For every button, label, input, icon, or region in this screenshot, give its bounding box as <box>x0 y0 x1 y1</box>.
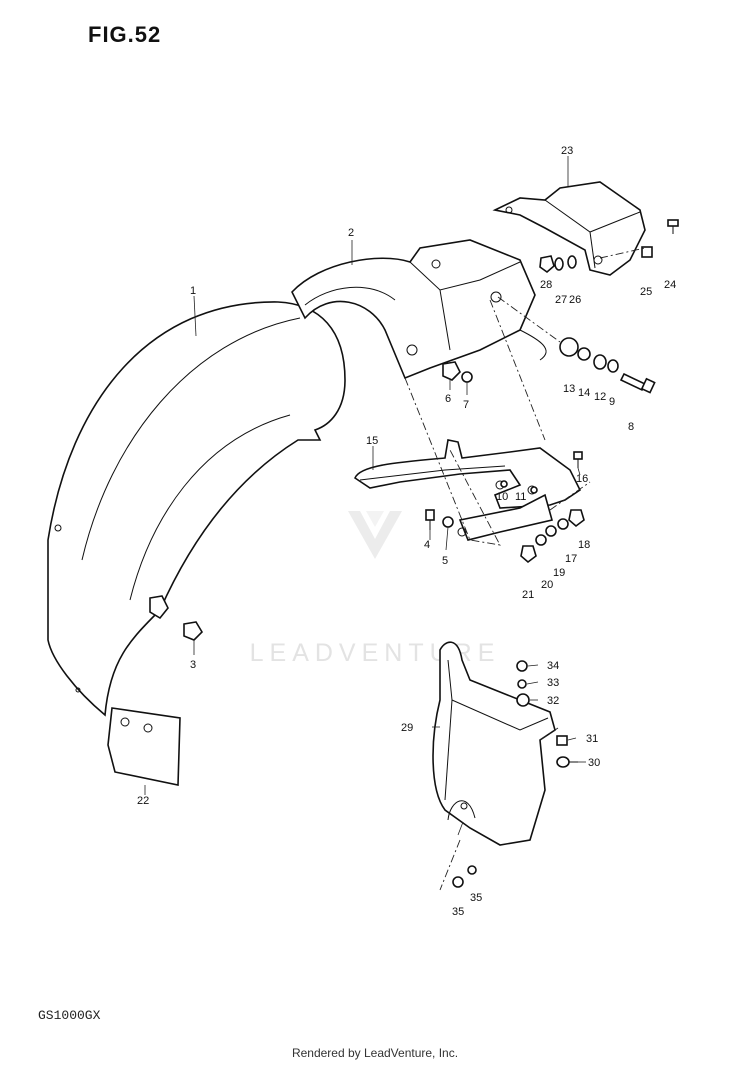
carrier-bracket[interactable] <box>354 439 582 541</box>
bolt-4[interactable] <box>425 509 435 530</box>
callout-4: 4 <box>424 539 430 551</box>
alignment-lines <box>404 247 646 891</box>
washer-33[interactable] <box>517 679 527 689</box>
washer-5[interactable] <box>442 516 454 528</box>
washer-35b[interactable] <box>467 865 477 875</box>
callout-6: 6 <box>445 393 451 405</box>
inner-fender[interactable] <box>291 239 547 380</box>
callout-32: 32 <box>547 695 559 707</box>
figure-title: FIG.52 <box>88 22 162 47</box>
nut-10[interactable] <box>500 480 508 488</box>
callout-21: 21 <box>522 589 534 601</box>
callout-10: 10 <box>496 491 508 503</box>
hardware <box>183 219 679 888</box>
callout-19: 19 <box>553 567 565 579</box>
rear-fender[interactable] <box>47 301 346 717</box>
bolt-8[interactable] <box>619 372 656 394</box>
callout-24: 24 <box>664 279 676 291</box>
bolt-30[interactable] <box>556 756 578 768</box>
callout-25: 25 <box>640 286 652 298</box>
callout-28: 28 <box>540 279 552 291</box>
callout-31: 31 <box>586 733 598 745</box>
collar-25[interactable] <box>641 246 653 258</box>
callout-33: 33 <box>547 677 559 689</box>
callout-18: 18 <box>578 539 590 551</box>
rear-lower-panel[interactable] <box>432 641 556 846</box>
bolt-24[interactable] <box>667 219 679 234</box>
nut-18[interactable] <box>568 509 585 528</box>
nut-6[interactable] <box>442 361 461 381</box>
washer-19[interactable] <box>545 525 557 537</box>
callout-22: 22 <box>137 795 149 807</box>
plate-panel[interactable] <box>107 707 181 786</box>
washer-20[interactable] <box>535 534 547 546</box>
callout-35-b: 35 <box>470 892 482 904</box>
callout-15: 15 <box>366 435 378 447</box>
callout-5: 5 <box>442 555 448 567</box>
nut-34[interactable] <box>516 660 528 672</box>
washer-27[interactable] <box>554 257 564 271</box>
callout-34: 34 <box>547 660 559 672</box>
nut-3[interactable] <box>183 621 204 641</box>
callout-7: 7 <box>463 399 469 411</box>
callout-12: 12 <box>594 391 606 403</box>
nut-28[interactable] <box>539 255 555 274</box>
callout-29: 29 <box>401 722 413 734</box>
callout-labels: 1 2 3 4 5 6 7 8 9 10 11 12 13 14 15 16 1… <box>137 145 676 918</box>
nut-31[interactable] <box>556 735 568 746</box>
nut-11[interactable] <box>530 486 538 494</box>
callout-27: 27 <box>555 294 567 306</box>
callout-8: 8 <box>628 421 634 433</box>
washer-9[interactable] <box>607 359 619 373</box>
washer-32[interactable] <box>516 693 530 707</box>
model-code: GS1000GX <box>38 1008 101 1023</box>
collar-14[interactable] <box>577 347 591 361</box>
callout-9: 9 <box>609 396 615 408</box>
washer-17[interactable] <box>557 518 569 530</box>
callout-23: 23 <box>561 145 573 157</box>
nut-21[interactable] <box>520 545 537 564</box>
callout-1: 1 <box>190 285 196 297</box>
washer-26[interactable] <box>567 255 577 269</box>
callout-13: 13 <box>563 383 575 395</box>
leader-lines <box>144 156 586 836</box>
callout-26: 26 <box>569 294 581 306</box>
render-credit: Rendered by LeadVenture, Inc. <box>291 1046 459 1060</box>
callout-20: 20 <box>541 579 553 591</box>
washer-35a[interactable] <box>452 876 464 888</box>
callout-3: 3 <box>190 659 196 671</box>
callout-17: 17 <box>565 553 577 565</box>
callout-35-a: 35 <box>452 906 464 918</box>
washer-7[interactable] <box>461 371 473 383</box>
callout-16: 16 <box>576 473 588 485</box>
callout-14: 14 <box>578 387 590 399</box>
callout-2: 2 <box>348 227 354 239</box>
callout-11: 11 <box>515 491 526 503</box>
callout-30: 30 <box>588 757 600 769</box>
bolt-16[interactable] <box>573 451 583 468</box>
bracket-cover[interactable] <box>492 181 646 276</box>
washer-12[interactable] <box>593 354 607 370</box>
damper-13[interactable] <box>559 337 579 357</box>
